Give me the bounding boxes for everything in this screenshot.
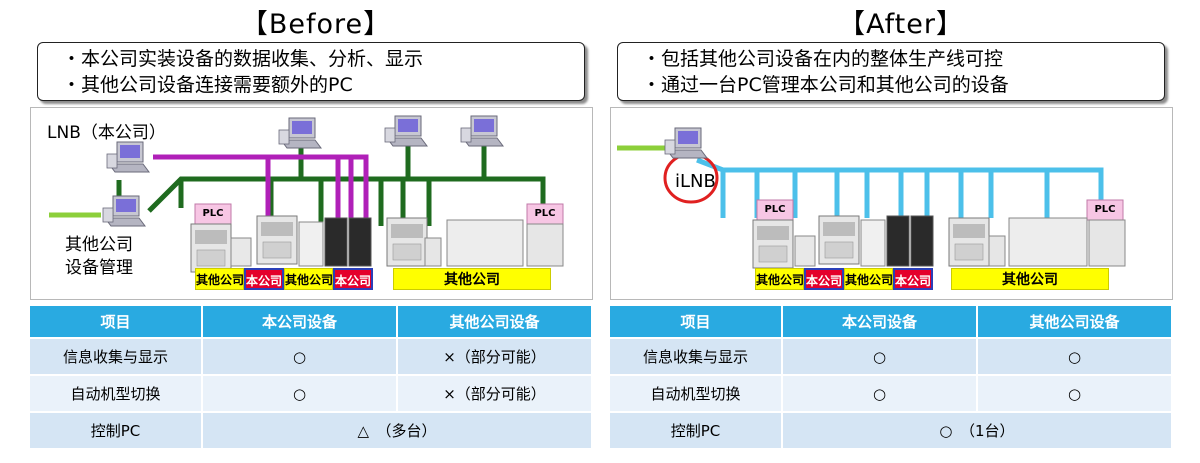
row-own: ○ (783, 376, 978, 413)
after-diagram: iLNB PLC PLC 其他公司 本公司 其他公司 本公司 其他公司 (610, 107, 1173, 300)
machine-icon (752, 219, 794, 269)
green-network (116, 146, 546, 226)
after-network-svg (617, 127, 1126, 269)
tag-own: 本公司 (333, 268, 373, 290)
col-own-header: 本公司设备 (783, 306, 978, 339)
machine-icon (190, 223, 232, 273)
tag-other-big: 其他公司 (951, 268, 1109, 290)
ilnb-label: iLNB (675, 171, 716, 192)
before-note: ・本公司实装设备的数据收集、分析、显示 ・其他公司设备连接需要额外的PC (37, 42, 585, 101)
row-merged: △ （多台） (203, 413, 593, 450)
table-header-row: 项目 本公司设备 其他公司设备 (30, 306, 593, 339)
after-title: 【After】 (838, 9, 964, 40)
machine-icon (818, 215, 860, 265)
tag-own: 本公司 (244, 268, 284, 290)
purple-network (153, 154, 369, 228)
tag-other: 其他公司 (195, 268, 244, 290)
row-own: ○ (203, 339, 398, 376)
machine-icon (298, 221, 324, 267)
table-header-row: 项目 本公司设备 其他公司设备 (610, 306, 1173, 339)
machine-icon (1088, 219, 1126, 267)
machine-icon (424, 237, 442, 267)
blue-network (696, 157, 1104, 218)
col-other-header: 其他公司设备 (398, 306, 593, 339)
machine-icon (988, 235, 1006, 267)
row-item: 控制PC (610, 413, 783, 450)
machine-icon (446, 219, 524, 267)
table-row: 控制PC △ （多台） (30, 413, 593, 450)
pc-icon (106, 141, 150, 173)
plc-label: PLC (1094, 204, 1116, 215)
col-other-header: 其他公司设备 (978, 306, 1173, 339)
pc-icon (460, 115, 504, 147)
machine-icon (230, 237, 252, 267)
machine-icon (886, 215, 910, 267)
pc-icon (664, 127, 708, 159)
table-row: 自动机型切换 ○ ○ (610, 376, 1173, 413)
plc-label: PLC (534, 208, 556, 219)
machine-row (190, 215, 564, 273)
table-row: 信息收集与显示 ○ ×（部分可能） (30, 339, 593, 376)
tag-other: 其他公司 (844, 268, 893, 290)
row-other: ○ (978, 339, 1173, 376)
machine-icon (386, 217, 428, 267)
machine-row (752, 215, 1126, 269)
after-note: ・包括其他公司设备在内的整体生产线可控 ・通过一台PC管理本公司和其他公司的设备 (617, 42, 1165, 101)
col-item-header: 项目 (30, 306, 203, 339)
machine-icon (324, 217, 348, 267)
table-row: 控制PC ○ （1台） (610, 413, 1173, 450)
tag-own: 本公司 (893, 268, 933, 290)
machine-icon (910, 215, 934, 267)
col-item-header: 项目 (610, 306, 783, 339)
tag-other: 其他公司 (284, 268, 333, 290)
machine-icon (948, 217, 990, 267)
row-other: ×（部分可能） (398, 339, 593, 376)
table-row: 自动机型切换 ○ ×（部分可能） (30, 376, 593, 413)
tag-other: 其他公司 (755, 268, 804, 290)
machine-icon (256, 215, 298, 265)
pc-icon (278, 117, 322, 149)
row-item: 自动机型切换 (30, 376, 203, 413)
row-other: ○ (978, 376, 1173, 413)
tag-other-big: 其他公司 (393, 268, 551, 290)
mgmt-label-1: 其他公司 (65, 235, 133, 255)
before-title: 【Before】 (240, 9, 392, 40)
row-item: 控制PC (30, 413, 203, 450)
mgmt-label-2: 设备管理 (65, 258, 133, 278)
row-merged: ○ （1台） (783, 413, 1173, 450)
pc-icon (384, 115, 428, 147)
machine-icon (526, 223, 564, 267)
row-other: ×（部分可能） (398, 376, 593, 413)
before-note-line-2: ・其他公司设备连接需要额外的PC (62, 74, 353, 96)
plc-label: PLC (764, 204, 786, 215)
after-note-line-1: ・包括其他公司设备在内的整体生产线可控 (642, 48, 1004, 70)
machine-icon (860, 219, 886, 267)
row-own: ○ (783, 339, 978, 376)
after-table: 项目 本公司设备 其他公司设备 信息收集与显示 ○ ○ 自动机型切换 ○ ○ 控… (610, 306, 1173, 450)
machine-icon (1008, 217, 1088, 267)
row-item: 自动机型切换 (610, 376, 783, 413)
table-row: 信息收集与显示 ○ ○ (610, 339, 1173, 376)
lnb-label: LNB（本公司） (47, 123, 166, 143)
col-own-header: 本公司设备 (203, 306, 398, 339)
row-own: ○ (203, 376, 398, 413)
before-network-svg (49, 115, 564, 273)
row-item: 信息收集与显示 (610, 339, 783, 376)
before-diagram: LNB（本公司） 其他公司 设备管理 PLC PLC 其他公司 本公司 其他公司… (30, 107, 593, 300)
machine-icon (348, 217, 372, 267)
plc-label: PLC (202, 208, 224, 219)
machine-icon (794, 235, 816, 267)
before-note-line-1: ・本公司实装设备的数据收集、分析、显示 (62, 48, 424, 70)
pc-icon (102, 195, 146, 227)
row-item: 信息收集与显示 (30, 339, 203, 376)
tag-own: 本公司 (804, 268, 844, 290)
before-table: 项目 本公司设备 其他公司设备 信息收集与显示 ○ ×（部分可能） 自动机型切换… (30, 306, 593, 450)
after-note-line-2: ・通过一台PC管理本公司和其他公司的设备 (642, 74, 1009, 96)
